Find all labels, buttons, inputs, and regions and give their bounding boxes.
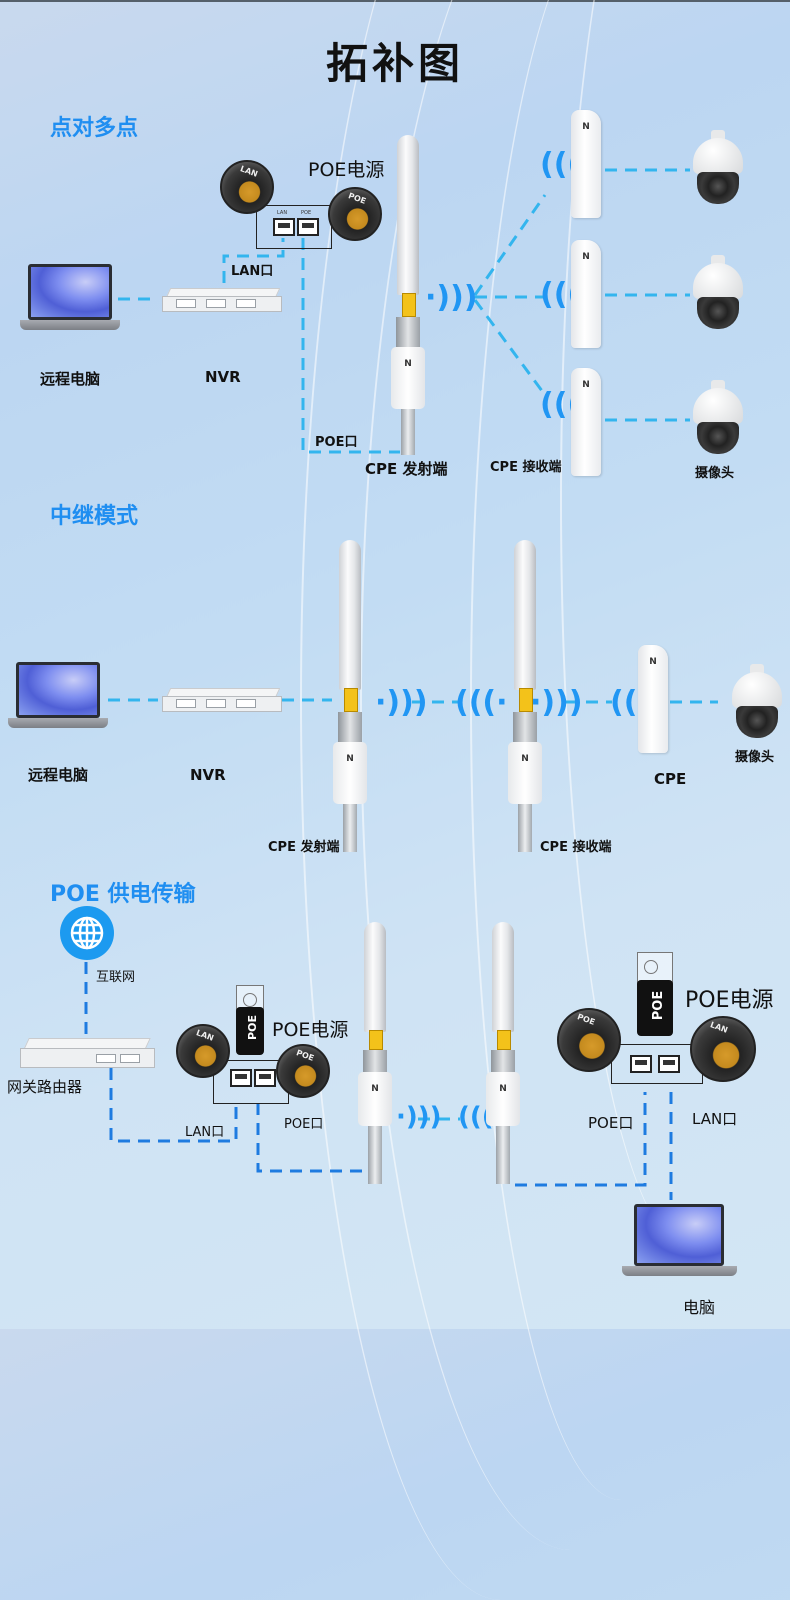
label-camera: 摄像头 xyxy=(695,466,735,481)
label-poe-power-left: POE电源 xyxy=(272,1019,349,1041)
top-edge-bar xyxy=(0,0,790,2)
remote-pc-laptop-2 xyxy=(8,662,108,738)
wifi-signal-right-icon: ·))) xyxy=(530,685,583,720)
camera-3 xyxy=(691,380,745,456)
label-poe-port: POE口 xyxy=(315,435,358,450)
globe-icon xyxy=(60,906,114,960)
wifi-signal-right-icon: ·))) xyxy=(425,280,478,315)
label-computer: 电脑 xyxy=(683,1298,716,1317)
section-heading-poe-transmission: POE 供电传输 xyxy=(50,882,196,907)
wifi-signal-left-icon: (((· xyxy=(455,685,508,720)
label-nvr-2: NVR xyxy=(190,766,226,784)
label-poe-port-left: POE口 xyxy=(284,1117,324,1132)
section-heading-relay-mode: 中继模式 xyxy=(50,504,139,529)
remote-pc-laptop xyxy=(20,264,120,340)
poe-injector-right xyxy=(611,1044,703,1084)
nvr-device-2 xyxy=(162,688,282,712)
connection-lines xyxy=(84,168,718,1200)
link-poe-tx xyxy=(256,1103,362,1173)
label-remote-pc-2: 远程电脑 xyxy=(28,766,89,784)
label-poe-power-right: POE电源 xyxy=(685,988,774,1013)
camera-relay xyxy=(730,664,784,740)
link-signal-cpe1 xyxy=(473,194,547,296)
cpe-receiver-1: N xyxy=(571,110,601,218)
label-cpe-tx-2: CPE 发射端 xyxy=(268,840,340,855)
label-router: 网关路由器 xyxy=(7,1078,83,1096)
label-internet: 互联网 xyxy=(96,970,136,985)
cpe-receiver-2: N xyxy=(571,240,601,348)
cpe-transmitter-omni: N xyxy=(391,135,425,455)
label-lan-port-right: LAN口 xyxy=(692,1110,738,1128)
label-cpe-rx-2: CPE 接收端 xyxy=(540,840,612,855)
lan-port-closeup-icon: LAN xyxy=(220,160,274,214)
label-cpe: CPE xyxy=(654,770,687,788)
link-poe-cpe xyxy=(301,238,400,454)
poe-port-closeup-icon: POE xyxy=(557,1008,621,1072)
label-cpe-tx: CPE 发射端 xyxy=(365,460,448,478)
cpe-endpoint: N xyxy=(638,645,668,753)
label-camera-2: 摄像头 xyxy=(735,750,775,765)
cpe-receiver-omni-3: N xyxy=(486,922,520,1184)
page-title: 拓补图 xyxy=(325,39,464,88)
link-signal-cpe3 xyxy=(473,299,547,396)
wifi-signal-right-icon: ·))) xyxy=(375,685,428,720)
label-nvr: NVR xyxy=(205,368,241,386)
cpe-transmitter-omni-3: N xyxy=(358,922,392,1184)
lan-port-closeup-icon: LAN xyxy=(690,1016,756,1082)
wifi-signal-right-icon: ·))) xyxy=(396,1102,442,1132)
camera-2 xyxy=(691,255,745,331)
cpe-repeater-omni: N xyxy=(508,540,542,852)
poe-port-closeup-icon: POE xyxy=(276,1044,330,1098)
label-lan-port-left: LAN口 xyxy=(185,1125,225,1140)
gateway-router xyxy=(20,1038,155,1068)
label-remote-pc: 远程电脑 xyxy=(40,370,101,388)
lan-port-closeup-icon: LAN xyxy=(176,1024,230,1078)
section-heading-point-to-multipoint: 点对多点 xyxy=(50,116,139,141)
label-poe-power: POE电源 xyxy=(308,159,385,181)
computer-laptop xyxy=(622,1204,737,1288)
label-poe-port-right: POE口 xyxy=(588,1114,634,1132)
label-lan-port: LAN口 xyxy=(231,264,274,279)
poe-adapter-right: POE xyxy=(637,952,673,1042)
camera-1 xyxy=(691,130,745,206)
link-rx-poe xyxy=(515,1092,647,1187)
poe-port-closeup-icon: POE xyxy=(328,187,382,241)
cpe-transmitter-omni-2: N xyxy=(333,540,367,852)
poe-injector-left xyxy=(213,1060,289,1104)
cpe-receiver-3: N xyxy=(571,368,601,476)
poe-injector: LAN POE xyxy=(256,205,332,249)
poe-adapter-left: POE xyxy=(236,985,264,1061)
label-cpe-rx: CPE 接收端 xyxy=(490,460,562,475)
nvr-device xyxy=(162,288,282,312)
